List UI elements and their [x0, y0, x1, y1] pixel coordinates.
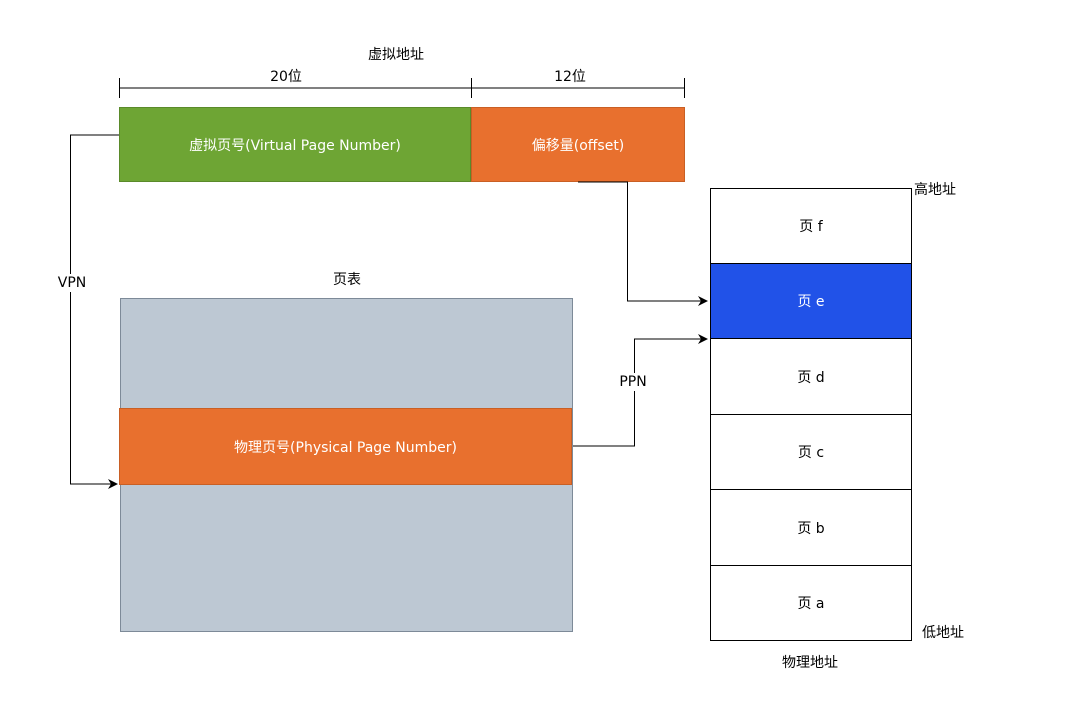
- ppn-entry-label: 物理页号(Physical Page Number): [234, 439, 457, 456]
- offset-arrow: [578, 181, 708, 306]
- ppn-arrow-label: PPN: [619, 374, 647, 390]
- page-c-label: 页 c: [797, 445, 825, 461]
- page-c: 页 c: [710, 414, 912, 490]
- offset-field: 偏移量(offset): [471, 107, 685, 182]
- page-b-label: 页 b: [797, 520, 825, 537]
- page-table-title: 页表: [333, 272, 361, 288]
- page-a-label: 页 a: [797, 596, 825, 612]
- page-e-label: 页 e: [797, 294, 825, 310]
- page-a: 页 a: [710, 565, 912, 641]
- bit-width-bracket: [119, 78, 685, 98]
- page-f-label: 页 f: [799, 219, 823, 235]
- offset-bits-label: 12位: [554, 69, 586, 85]
- page-b: 页 b: [710, 489, 912, 566]
- offset-field-label: 偏移量(offset): [531, 137, 625, 154]
- high-address-label: 高地址: [914, 182, 956, 198]
- virtual-address-title: 虚拟地址: [368, 47, 424, 63]
- physical-address-title: 物理地址: [782, 655, 838, 671]
- vpn-field-label: 虚拟页号(Virtual Page Number): [189, 137, 401, 154]
- low-address-label: 低地址: [922, 625, 964, 641]
- ppn-arrow: [573, 334, 708, 447]
- vpn-bits-label: 20位: [270, 69, 302, 85]
- vpn-field: 虚拟页号(Virtual Page Number): [119, 107, 471, 182]
- vpn-arrow: [70, 134, 119, 489]
- page-f: 页 f: [710, 188, 912, 264]
- vpn-arrow-label: VPN: [57, 275, 87, 291]
- page-d-label: 页 d: [797, 369, 825, 386]
- ppn-entry: 物理页号(Physical Page Number): [119, 408, 572, 485]
